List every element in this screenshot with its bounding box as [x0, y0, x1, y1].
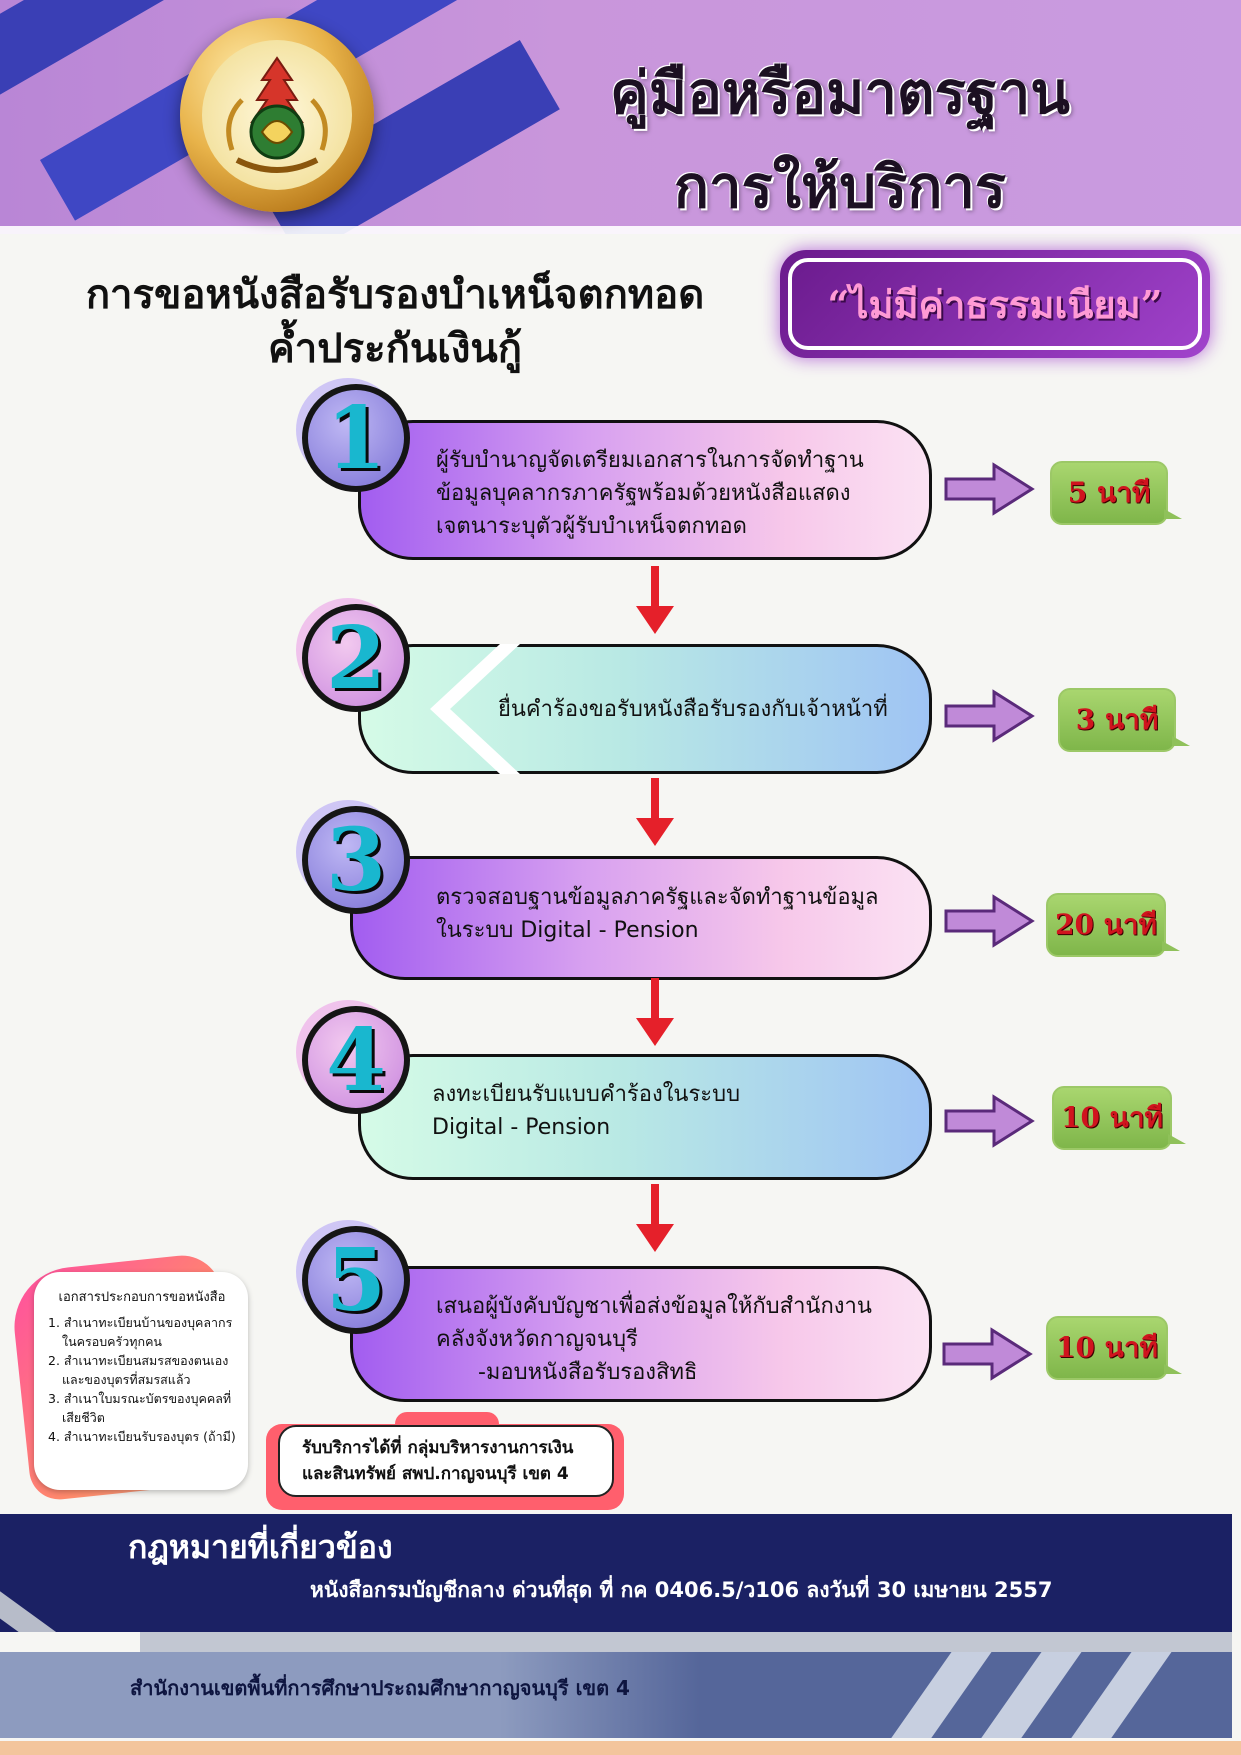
step-number: 5 [302, 1226, 410, 1334]
arrow-right-icon [942, 461, 1036, 517]
chevron-icon [430, 644, 520, 774]
time-badge: 3 นาที [1058, 688, 1190, 752]
header-divider [0, 226, 1241, 234]
arrow-right-icon [942, 893, 1036, 949]
bottom-border [0, 1741, 1241, 1755]
list-item: 2. สำเนาทะเบียนสมรสของตนเองและของบุตรที่… [48, 1353, 229, 1387]
law-reference: หนังสือกรมบัญชีกลาง ด่วนที่สุด ที่ กค 04… [310, 1578, 1053, 1602]
time-badge: 5 นาที [1050, 461, 1182, 525]
list-item: 1. สำเนาทะเบียนบ้านของบุคลากรในครอบครัวท… [48, 1315, 233, 1349]
step-card [358, 1054, 932, 1180]
law-heading: กฎหมายที่เกี่ยวข้อง [128, 1528, 393, 1566]
footer-divider [140, 1632, 1232, 1652]
arrow-down-icon [636, 1184, 674, 1254]
documents-title: เอกสารประกอบการขอหนังสือ [58, 1290, 226, 1305]
service-subject: การขอหนังสือรับรองบำเหน็จตกทอด [85, 272, 705, 318]
step-text: เสนอผู้บังคับบัญชาเพื่อส่งข้อมูลให้กับสำ… [436, 1294, 872, 1385]
service-location: รับบริการได้ที่ กลุ่มบริหารงานการเงิน แล… [278, 1425, 614, 1497]
step-text: ตรวจสอบฐานข้อมูลภาครัฐและจัดทำฐานข้อมูล … [436, 885, 879, 943]
documents-list: 1. สำเนาทะเบียนบ้านของบุคลากรในครอบครัวท… [44, 1313, 240, 1446]
fee-badge: “ไม่มีค่าธรรมเนียม” [780, 250, 1210, 358]
arrow-right-icon [940, 1326, 1034, 1382]
step-number: 2 [302, 604, 410, 712]
office-name: สำนักงานเขตพื้นที่การศึกษาประถมศึกษากาญจ… [130, 1676, 630, 1700]
office-band [0, 1652, 1232, 1738]
time-badge: 10 นาที [1052, 1086, 1186, 1150]
page-title: การให้บริการ [673, 153, 1007, 221]
service-subject: ค้ำประกันเงินกู้ [268, 326, 522, 372]
arrow-down-icon [636, 978, 674, 1048]
step-card [358, 644, 932, 774]
step-text: ผู้รับบำนาญจัดเตรียมเอกสารในการจัดทำฐาน … [436, 448, 864, 539]
list-item: 4. สำเนาทะเบียนรับรองบุตร (ถ้ามี) [48, 1429, 236, 1444]
step-text: ยื่นคำร้องขอรับหนังสือรับรองกับเจ้าหน้าท… [498, 697, 888, 722]
fee-text: “ไม่มีค่าธรรมเนียม” [827, 281, 1163, 327]
step-card [350, 856, 932, 980]
emblem-icon [226, 56, 328, 173]
documents-card: เอกสารประกอบการขอหนังสือ 1. สำเนาทะเบียน… [34, 1272, 248, 1490]
arrow-down-icon [636, 566, 674, 636]
arrow-down-icon [636, 778, 674, 848]
step-number: 4 [302, 1006, 410, 1114]
list-item: 3. สำเนาใบมรณะบัตรของบุคคลที่เสียชีวิต [48, 1391, 232, 1425]
page-title: คู่มือหรือมาตรฐาน [610, 59, 1070, 127]
step-number: 1 [302, 384, 410, 492]
emblem-logo [180, 18, 374, 212]
step-text: ลงทะเบียนรับแบบคำร้องในระบบ Digital - Pe… [432, 1082, 741, 1140]
time-badge: 20 นาที [1046, 893, 1180, 957]
law-band [0, 1514, 1232, 1632]
time-badge: 10 นาที [1046, 1316, 1182, 1380]
arrow-right-icon [942, 688, 1036, 744]
step-card [350, 1266, 932, 1402]
arrow-right-icon [942, 1093, 1036, 1149]
step-number: 3 [302, 806, 410, 914]
